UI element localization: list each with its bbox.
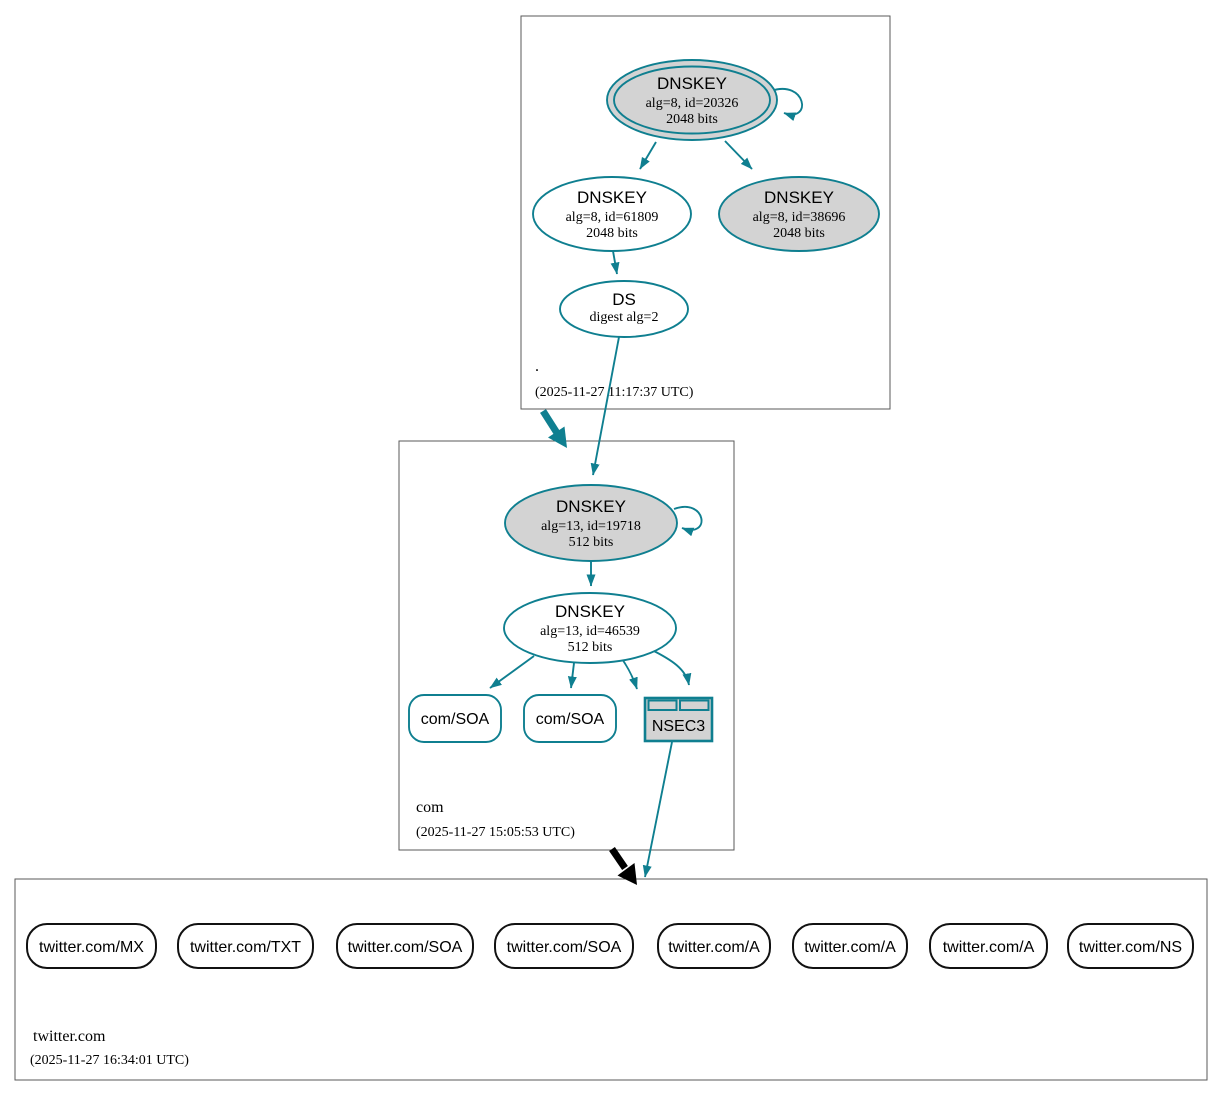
node-com-nsec3-label: NSEC3: [652, 718, 705, 735]
node-com-ksk-title: DNSKEY: [556, 497, 626, 516]
node-com-soa-2[interactable]: com/SOA: [523, 694, 617, 743]
node-twitter-a-2-label: twitter.com/A: [804, 939, 896, 956]
node-root-zsk-detail: alg=8, id=61809: [566, 210, 659, 225]
node-com-nsec3[interactable]: NSEC3: [643, 696, 714, 743]
node-root-key2[interactable]: DNSKEY alg=8, id=38696 2048 bits: [718, 176, 880, 252]
zone-timestamp-com: (2025-11-27 15:05:53 UTC): [416, 825, 575, 840]
node-com-zsk-detail: alg=13, id=46539: [540, 624, 640, 639]
node-root-zsk[interactable]: DNSKEY alg=8, id=61809 2048 bits: [532, 176, 692, 252]
node-com-soa-2-label: com/SOA: [536, 711, 605, 728]
node-twitter-a-1[interactable]: twitter.com/A: [657, 923, 771, 969]
edge-comksk-selfloop: [673, 506, 703, 537]
node-root-zsk-bits: 2048 bits: [586, 226, 638, 241]
node-twitter-txt-label: twitter.com/TXT: [190, 939, 301, 956]
delegation-root-com-shaft: [540, 409, 560, 435]
node-com-ksk-detail: alg=13, id=19718: [541, 519, 641, 534]
node-root-ksk[interactable]: DNSKEY alg=8, id=20326 2048 bits: [606, 59, 778, 141]
delegation-com-twitter-head: [617, 863, 637, 885]
node-twitter-ns[interactable]: twitter.com/NS: [1067, 923, 1194, 969]
node-com-soa-1-label: com/SOA: [421, 711, 490, 728]
node-twitter-txt[interactable]: twitter.com/TXT: [177, 923, 314, 969]
node-root-key2-detail: alg=8, id=38696: [753, 210, 846, 225]
zone-label-com: com: [416, 799, 444, 816]
edge-rootksk-to-key2: [724, 140, 753, 170]
zone-label-twitter: twitter.com: [33, 1028, 106, 1045]
node-twitter-soa-1-label: twitter.com/SOA: [348, 939, 463, 956]
node-twitter-soa-2[interactable]: twitter.com/SOA: [494, 923, 634, 969]
node-root-ds[interactable]: DS digest alg=2: [559, 280, 689, 338]
node-com-ksk-bits: 512 bits: [569, 535, 614, 550]
edge-comzsk-to-soa2: [567, 662, 577, 689]
node-twitter-a-2[interactable]: twitter.com/A: [792, 923, 908, 969]
node-twitter-soa-2-label: twitter.com/SOA: [507, 939, 622, 956]
edge-ds-to-comksk: [590, 336, 620, 476]
node-com-zsk-title: DNSKEY: [555, 602, 625, 621]
edge-zsk-to-ds: [610, 250, 620, 275]
node-com-zsk[interactable]: DNSKEY alg=13, id=46539 512 bits: [503, 592, 677, 664]
node-twitter-a-3[interactable]: twitter.com/A: [929, 923, 1048, 969]
node-root-ds-title: DS: [612, 290, 636, 309]
node-root-key2-title: DNSKEY: [764, 188, 834, 207]
edge-nsec3-to-twitter: [642, 741, 673, 878]
edge-rootksk-selfloop: [770, 88, 803, 121]
node-com-zsk-bits: 512 bits: [568, 640, 613, 655]
zone-timestamp-twitter: (2025-11-27 16:34:01 UTC): [30, 1053, 189, 1068]
node-root-ksk-title: DNSKEY: [657, 74, 727, 93]
node-root-ksk-bits: 2048 bits: [666, 112, 718, 127]
node-com-soa-1[interactable]: com/SOA: [408, 694, 502, 743]
node-com-ksk[interactable]: DNSKEY alg=13, id=19718 512 bits: [504, 484, 678, 562]
zone-box-twitter: [14, 878, 1208, 1081]
node-root-zsk-title: DNSKEY: [577, 188, 647, 207]
node-twitter-ns-label: twitter.com/NS: [1079, 939, 1182, 956]
edge-rootksk-to-zsk: [639, 141, 657, 170]
delegation-com-twitter-shaft: [609, 847, 628, 870]
delegation-root-com-head: [548, 426, 567, 448]
zone-label-root: .: [535, 358, 539, 375]
node-twitter-mx[interactable]: twitter.com/MX: [26, 923, 157, 969]
zone-timestamp-root: (2025-11-27 11:17:37 UTC): [535, 385, 694, 400]
node-twitter-soa-1[interactable]: twitter.com/SOA: [336, 923, 474, 969]
node-twitter-mx-label: twitter.com/MX: [39, 939, 144, 956]
node-root-ds-detail: digest alg=2: [590, 310, 659, 325]
node-twitter-a-3-label: twitter.com/A: [943, 939, 1035, 956]
node-twitter-a-1-label: twitter.com/A: [668, 939, 760, 956]
edge-comzsk-to-soa1: [489, 655, 535, 689]
node-root-key2-bits: 2048 bits: [773, 226, 825, 241]
node-root-ksk-detail: alg=8, id=20326: [646, 96, 739, 111]
